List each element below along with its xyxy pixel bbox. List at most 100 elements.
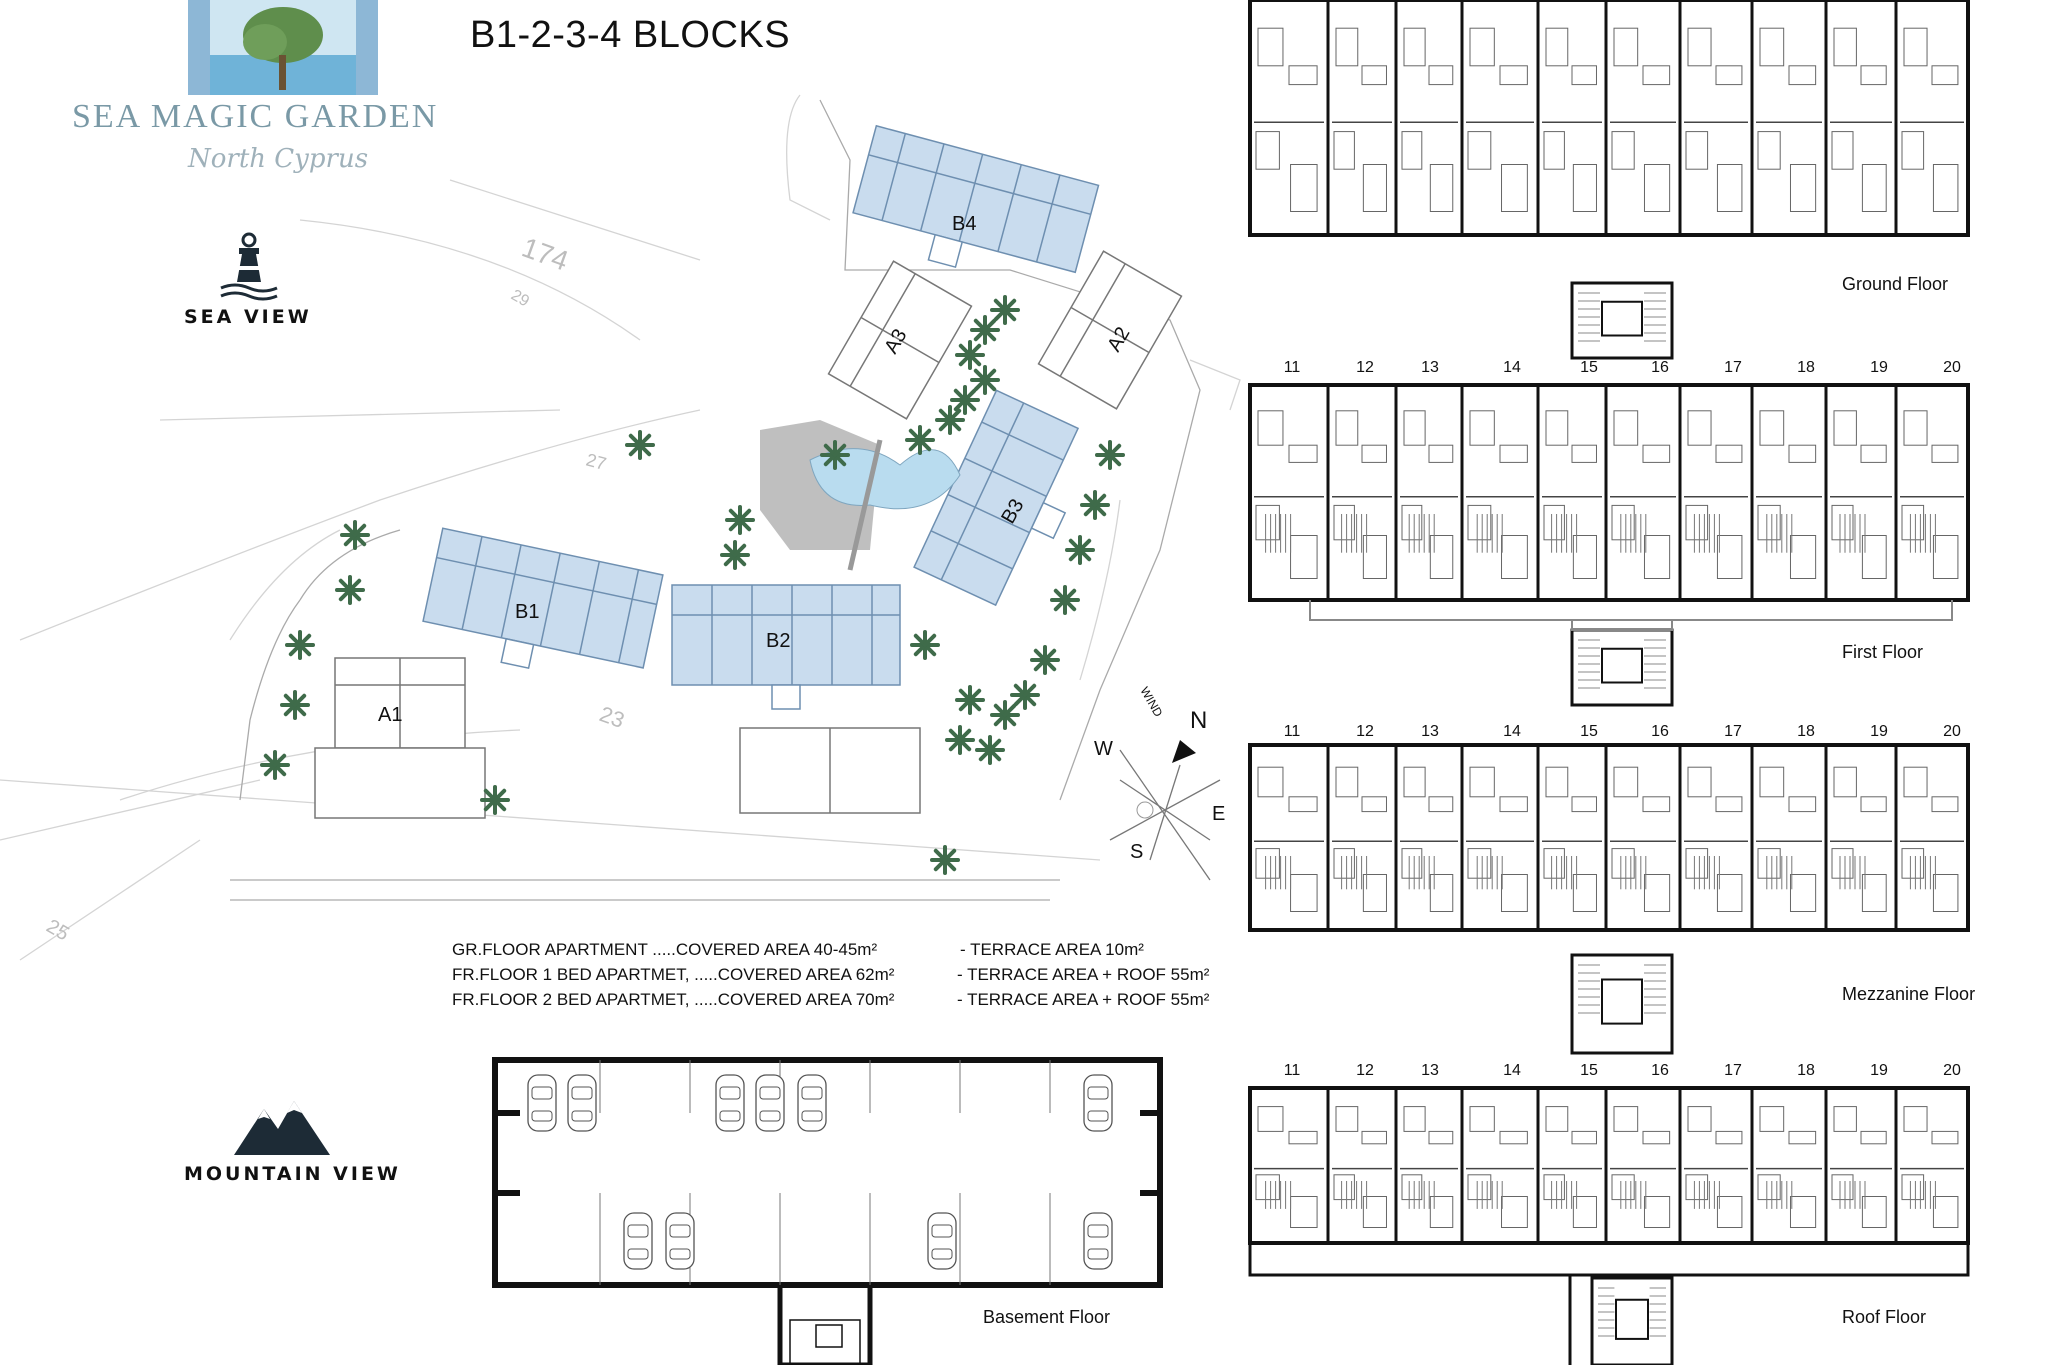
unit-layout (1610, 410, 1676, 579)
site-boundary (230, 99, 1201, 901)
tree-window-icon (188, 0, 378, 95)
block-b4 (852, 124, 1100, 274)
unit-number-label: 15 (1580, 1062, 1598, 1079)
area-covered: FR.FLOOR 2 BED APARTMET, .....COVERED AR… (452, 990, 895, 1009)
unit-number-label: 13 (1421, 359, 1439, 376)
palm-tree-icon (970, 365, 1000, 395)
mountain-icon (234, 1101, 330, 1155)
area-row-ground: GR.FLOOR APARTMENT .....COVERED AREA 40-… (452, 940, 1252, 965)
lift-shaft (1615, 1298, 1649, 1340)
unit-layout (1466, 766, 1534, 912)
palm-tree-icon (1050, 585, 1080, 615)
car-icon (797, 1074, 827, 1132)
compass-rose: N W E S WIND (1094, 685, 1225, 881)
unit-layout (1756, 410, 1822, 579)
area-terrace: - TERRACE AREA 10m² (960, 940, 1144, 959)
basement-floor-plan (492, 1057, 1163, 1365)
corridor-outline (1309, 600, 1953, 621)
palm-trees (260, 295, 1125, 875)
area-row-1bed: FR.FLOOR 1 BED APARTMET, .....COVERED AR… (452, 965, 1252, 990)
palm-tree-icon (955, 340, 985, 370)
unit-layout (1400, 410, 1458, 579)
unit-number-label: 14 (1503, 359, 1521, 376)
plot-number: 174 (518, 232, 573, 277)
brand-name: SEA MAGIC GARDEN (72, 98, 439, 135)
palm-tree-icon (480, 785, 510, 815)
unit-number-label: 17 (1724, 723, 1742, 740)
unit-layout (1830, 27, 1892, 212)
unit-number-label: 16 (1651, 359, 1669, 376)
stair-core (1570, 953, 1674, 1055)
ground-floor-plan (1248, 0, 1970, 360)
unit-number-label: 18 (1797, 723, 1815, 740)
palm-tree-icon (970, 315, 1000, 345)
stair-core (1590, 1276, 1674, 1365)
mountain-view-badge: MOUNTAIN VIEW (180, 1095, 420, 1185)
unit-number-label: 12 (1356, 1062, 1374, 1079)
unit-number-label: 11 (1284, 359, 1301, 376)
palm-tree-icon (1030, 645, 1060, 675)
unit-number-label: 12 (1356, 723, 1374, 740)
palm-tree-icon (285, 630, 315, 660)
palm-tree-icon (260, 750, 290, 780)
block-label-b2: B2 (766, 630, 790, 652)
mezzanine-floor-plan (1248, 743, 1970, 1055)
unit-layout (1684, 766, 1748, 912)
unit-layout (1542, 410, 1602, 579)
palm-tree-icon (280, 690, 310, 720)
unit-number-label: 19 (1870, 1062, 1888, 1079)
unit-layout (1756, 766, 1822, 912)
unit-number-label: 11 (1284, 723, 1301, 740)
unit-number-label: 19 (1870, 723, 1888, 740)
compass-east: E (1212, 803, 1225, 825)
palm-tree-icon (1010, 680, 1040, 710)
unit-layout (1254, 410, 1324, 579)
mountain-view-label: MOUNTAIN VIEW (184, 1163, 401, 1185)
car-icon (1083, 1212, 1113, 1270)
unit-layout (1254, 27, 1324, 212)
unit-number-label: 11 (1284, 1062, 1301, 1079)
sea-view-label: SEA VIEW (184, 306, 312, 328)
north-arrow-icon (1172, 740, 1196, 763)
unit-layout (1756, 1106, 1822, 1228)
unit-number-label: 18 (1797, 359, 1815, 376)
palm-tree-icon (1065, 535, 1095, 565)
lift-shaft (1601, 978, 1643, 1025)
plot-number: 25 (43, 915, 73, 945)
unit-number-label: 18 (1797, 1062, 1815, 1079)
floor-label-mezzanine: Mezzanine Floor (1842, 984, 1976, 1004)
roof-floor-plan (1248, 1086, 1970, 1365)
floor-label-first: First Floor (1842, 642, 1923, 662)
unit-number-label: 17 (1724, 359, 1742, 376)
area-terrace: - TERRACE AREA + ROOF 55m² (957, 990, 1210, 1009)
palm-tree-icon (340, 520, 370, 550)
palm-tree-icon (990, 295, 1020, 325)
compass-south: S (1130, 841, 1143, 863)
area-covered: FR.FLOOR 1 BED APARTMET, .....COVERED AR… (452, 965, 895, 984)
unit-layout (1542, 766, 1602, 912)
stair-core (1570, 628, 1674, 707)
block-a1 (314, 657, 486, 819)
roof-terrace (1248, 1241, 1970, 1277)
block-b1 (422, 527, 664, 670)
unit-layout (1254, 766, 1324, 912)
parked-cars (527, 1074, 1113, 1270)
palm-tree-icon (950, 385, 980, 415)
palm-tree-icon (720, 540, 750, 570)
car-icon (567, 1074, 597, 1132)
unit-number-label: 13 (1421, 723, 1439, 740)
palm-tree-icon (955, 685, 985, 715)
unit-layout (1332, 766, 1392, 912)
cadastral-lines (0, 94, 1241, 961)
block-label-b4: B4 (952, 213, 976, 235)
palm-tree-icon (905, 425, 935, 455)
palm-tree-icon (990, 700, 1020, 730)
unit-layout (1332, 27, 1392, 212)
lift-shaft (1601, 300, 1643, 337)
area-covered: GR.FLOOR APARTMENT .....COVERED AREA 40-… (452, 940, 878, 959)
first-floor-plan (1248, 383, 1970, 707)
car-icon (755, 1074, 785, 1132)
unit-number-label: 17 (1724, 1062, 1742, 1079)
